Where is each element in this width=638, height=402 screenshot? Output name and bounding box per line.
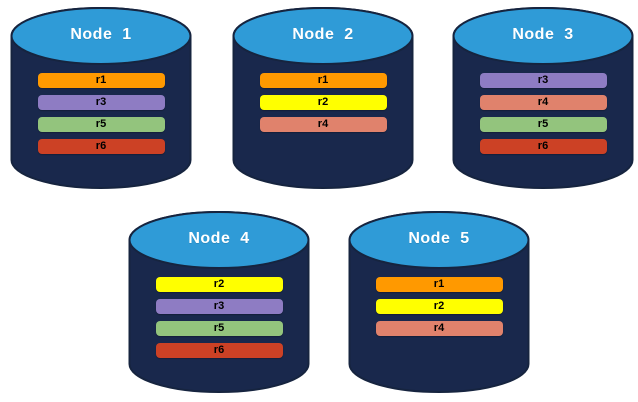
record-list: r1 r3 r5 r6	[10, 73, 192, 154]
cylinder-top-disc	[232, 7, 414, 65]
cylinder-top-disc	[10, 7, 192, 65]
record-bar-r3[interactable]: r3	[479, 73, 607, 88]
record-bar-r1[interactable]: r1	[259, 73, 387, 88]
node-title: Node 1	[70, 26, 132, 43]
record-bar-r6[interactable]: r6	[155, 343, 283, 358]
record-bar-r2[interactable]: r2	[155, 277, 283, 292]
record-bar-r3[interactable]: r3	[37, 95, 165, 110]
record-bar-r6[interactable]: r6	[479, 139, 607, 154]
node-title: Node 3	[512, 26, 574, 43]
record-bar-r2[interactable]: r2	[259, 95, 387, 110]
database-node-3[interactable]: Node 3 r3 r4 r5 r6	[452, 7, 634, 189]
node-title: Node 4	[188, 230, 250, 247]
record-list: r3 r4 r5 r6	[452, 73, 634, 154]
cylinder-top-disc	[348, 211, 530, 269]
node-title: Node 5	[408, 230, 470, 247]
record-bar-r2[interactable]: r2	[375, 299, 503, 314]
record-list: r2 r3 r5 r6	[128, 277, 310, 358]
record-bar-r4[interactable]: r4	[259, 117, 387, 132]
cylinder-top-disc	[128, 211, 310, 269]
record-bar-r3[interactable]: r3	[155, 299, 283, 314]
record-bar-r1[interactable]: r1	[375, 277, 503, 292]
database-node-5[interactable]: Node 5 r1 r2 r4	[348, 211, 530, 393]
record-bar-r4[interactable]: r4	[479, 95, 607, 110]
record-bar-r5[interactable]: r5	[479, 117, 607, 132]
record-bar-r4[interactable]: r4	[375, 321, 503, 336]
database-node-2[interactable]: Node 2 r1 r2 r4	[232, 7, 414, 189]
database-node-1[interactable]: Node 1 r1 r3 r5 r6	[10, 7, 192, 189]
record-bar-r5[interactable]: r5	[37, 117, 165, 132]
record-bar-r5[interactable]: r5	[155, 321, 283, 336]
record-bar-r6[interactable]: r6	[37, 139, 165, 154]
node-title: Node 2	[292, 26, 354, 43]
record-list: r1 r2 r4	[232, 73, 414, 132]
database-node-4[interactable]: Node 4 r2 r3 r5 r6	[128, 211, 310, 393]
record-list: r1 r2 r4	[348, 277, 530, 336]
record-bar-r1[interactable]: r1	[37, 73, 165, 88]
cylinder-top-disc	[452, 7, 634, 65]
